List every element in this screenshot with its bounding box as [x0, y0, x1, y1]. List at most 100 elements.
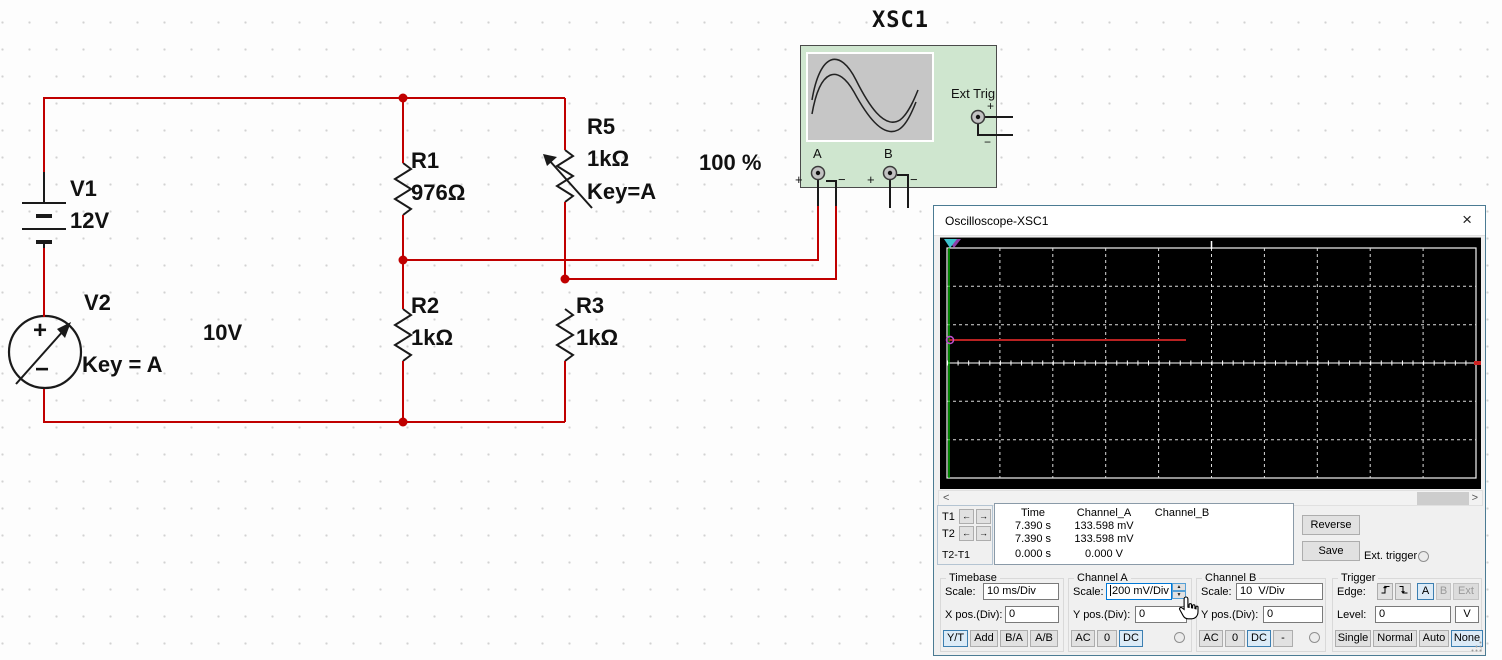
trigger-source-ext[interactable]: Ext: [1453, 583, 1479, 600]
ext-trig-label: Ext Trig: [951, 86, 996, 101]
channel-b-dc[interactable]: DC: [1247, 630, 1271, 647]
channel-a-ypos-field[interactable]: 0: [1135, 606, 1187, 623]
col-channel-b: Channel_B: [1154, 507, 1210, 519]
channel-a-radio[interactable]: [1174, 632, 1185, 643]
channel-b-ypos-field[interactable]: 0: [1263, 606, 1323, 623]
t2-channel-b: [1137, 533, 1227, 545]
scrollbar-right-arrow[interactable]: >: [1471, 492, 1478, 504]
channel-a-terminal-label: A: [813, 146, 822, 161]
a-minus-sign: −: [838, 172, 846, 187]
resistor-r3-symbol[interactable]: [555, 308, 575, 362]
t2-channel-a: 133.598 mV: [1074, 533, 1134, 545]
t2-left-button[interactable]: ←: [959, 526, 974, 541]
junction-dots: [398, 93, 570, 427]
trigger-mode-none[interactable]: None: [1451, 630, 1483, 647]
timebase-mode-yt[interactable]: Y/T: [943, 630, 968, 647]
t1-right-button[interactable]: →: [976, 509, 991, 524]
channel-a-0[interactable]: 0: [1097, 630, 1117, 647]
r2-ref-label[interactable]: R2: [411, 293, 440, 318]
trigger-source-b[interactable]: B: [1436, 583, 1451, 600]
battery-v1-symbol[interactable]: [22, 172, 66, 248]
potentiometer-r5-symbol[interactable]: [555, 149, 575, 203]
trace-start-marker: [945, 335, 955, 345]
channel-b-minus[interactable]: -: [1273, 630, 1293, 647]
channel-b-scale-label: Scale:: [1201, 586, 1232, 598]
r1-value-label[interactable]: 976Ω: [411, 180, 466, 205]
r3-value-label[interactable]: 1kΩ: [576, 325, 619, 350]
resize-grip-icon[interactable]: [1470, 640, 1483, 653]
v1-value-label[interactable]: 12V: [70, 208, 110, 233]
b-plus-sign: +: [867, 172, 875, 187]
r2-value-label[interactable]: 1kΩ: [411, 325, 454, 350]
dt-channel-a: 0.000 V: [1085, 548, 1123, 560]
timebase-mode-ab[interactable]: A/B: [1030, 630, 1058, 647]
trigger-mode-single[interactable]: Single: [1335, 630, 1371, 647]
falling-edge-icon[interactable]: [1395, 583, 1411, 600]
scrollbar-left-arrow[interactable]: <: [943, 492, 950, 504]
channel-a-title: Channel A: [1074, 572, 1131, 584]
scope-display[interactable]: [940, 237, 1481, 489]
t1-left-button[interactable]: ←: [959, 509, 974, 524]
timebase-title: Timebase: [946, 572, 1000, 584]
text-caret: [1110, 585, 1111, 596]
r5-ref-label[interactable]: R5: [587, 114, 616, 139]
channel-a-group: Channel A Scale: 200 mV/Div ▲ ▼ Y pos.(D…: [1068, 572, 1192, 652]
channel-a-ypos-label: Y pos.(Div):: [1073, 609, 1131, 621]
t1-label: T1: [942, 511, 955, 523]
v2-value-label[interactable]: 10V: [203, 320, 243, 345]
channel-b-title: Channel B: [1202, 572, 1260, 584]
ext-trigger-label: Ext. trigger: [1364, 550, 1418, 562]
oscilloscope-component-xsc1[interactable]: [800, 45, 997, 188]
v1-ref-label[interactable]: V1: [70, 176, 97, 201]
timebase-xpos-label: X pos.(Div):: [945, 609, 1003, 621]
trigger-title: Trigger: [1338, 572, 1379, 584]
channel-a-scale-spinner[interactable]: ▲ ▼: [1172, 583, 1186, 600]
trigger-level-field[interactable]: 0: [1375, 606, 1451, 623]
channel-b-0[interactable]: 0: [1225, 630, 1245, 647]
timebase-mode-add[interactable]: Add: [970, 630, 998, 647]
r5-arrowhead: [543, 154, 557, 166]
r5-setting-label: 100 %: [699, 150, 762, 175]
channel-b-ac[interactable]: AC: [1199, 630, 1223, 647]
scope-graticule: [944, 239, 1481, 479]
save-button[interactable]: Save: [1302, 541, 1360, 561]
channel-a-scale-field[interactable]: 200 mV/Div: [1106, 583, 1172, 600]
close-icon[interactable]: ×: [1462, 210, 1472, 229]
ext-trigger-radio[interactable]: [1418, 551, 1429, 562]
oscilloscope-titlebar[interactable]: Oscilloscope-XSC1 ×: [934, 206, 1485, 236]
cursor-readout-panel: T1 ← → T2 ← → T2-T1: [937, 505, 993, 565]
trigger-source-a[interactable]: A: [1417, 583, 1434, 600]
r5-value-label[interactable]: 1kΩ: [587, 146, 630, 171]
xsc1-ref-label[interactable]: XSC1: [872, 8, 929, 33]
reverse-button[interactable]: Reverse: [1302, 515, 1360, 535]
resistor-r1-symbol[interactable]: [393, 162, 413, 216]
timebase-scale-label: Scale:: [945, 586, 976, 598]
channel-b-scale-field[interactable]: 10 V/Div: [1236, 583, 1323, 600]
r1-ref-label[interactable]: R1: [411, 148, 440, 173]
r5-key-label[interactable]: Key=A: [587, 179, 657, 204]
channel-b-radio[interactable]: [1309, 632, 1320, 643]
resistor-r2-symbol[interactable]: [393, 308, 413, 362]
t2-right-button[interactable]: →: [976, 526, 991, 541]
channel-b-group: Channel B Scale: 10 V/Div Y pos.(Div): 0…: [1196, 572, 1326, 652]
v2-ref-label[interactable]: V2: [84, 290, 111, 315]
spinner-down-icon[interactable]: ▼: [1172, 591, 1186, 599]
t2-values-row: 7.390 s 133.598 mV: [995, 533, 1293, 545]
channel-a-dc[interactable]: DC: [1119, 630, 1143, 647]
timebase-mode-ba[interactable]: B/A: [1000, 630, 1028, 647]
channel-a-ac[interactable]: AC: [1071, 630, 1095, 647]
mouse-hand-cursor: [1178, 596, 1199, 620]
timebase-xpos-field[interactable]: 0: [1005, 606, 1059, 623]
trigger-mode-auto[interactable]: Auto: [1419, 630, 1449, 647]
channel-a-right-marker: [1474, 361, 1481, 365]
rising-edge-icon[interactable]: [1377, 583, 1393, 600]
cursor-1-flag[interactable]: [944, 239, 957, 248]
v2-key-label[interactable]: Key = A: [82, 352, 163, 377]
scrollbar-thumb[interactable]: [1417, 492, 1469, 505]
spinner-up-icon[interactable]: ▲: [1172, 583, 1186, 591]
timebase-scale-field[interactable]: 10 ms/Div: [983, 583, 1059, 600]
trigger-mode-normal[interactable]: Normal: [1373, 630, 1417, 647]
r3-ref-label[interactable]: R3: [576, 293, 605, 318]
v2-arrowhead: [57, 322, 71, 338]
timebase-group: Timebase Scale: 10 ms/Div X pos.(Div): 0…: [940, 572, 1064, 652]
